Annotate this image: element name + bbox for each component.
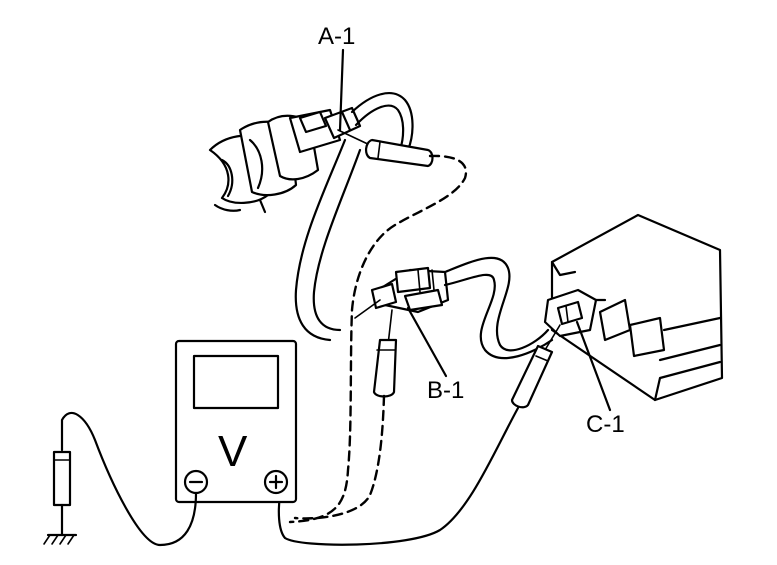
- label-a1: A-1: [318, 23, 355, 50]
- label-c1: C-1: [586, 411, 625, 438]
- ecu-module: [543, 213, 724, 402]
- voltmeter: [174, 339, 298, 504]
- meter-display: [192, 354, 280, 410]
- connector-b1: [354, 256, 554, 360]
- sensor-harness: [294, 92, 414, 342]
- probe-a1: [337, 129, 434, 168]
- probe-b1: [293, 309, 398, 520]
- sensor-assembly: [208, 106, 362, 214]
- ground-lead: [43, 412, 198, 547]
- label-leaders: [338, 48, 612, 412]
- probe-icon: [52, 450, 72, 507]
- probe-c1: [277, 324, 561, 546]
- test-lead-a1-dashed: [288, 154, 468, 524]
- label-b1: B-1: [427, 377, 464, 404]
- meter-unit-symbol: V: [218, 427, 248, 476]
